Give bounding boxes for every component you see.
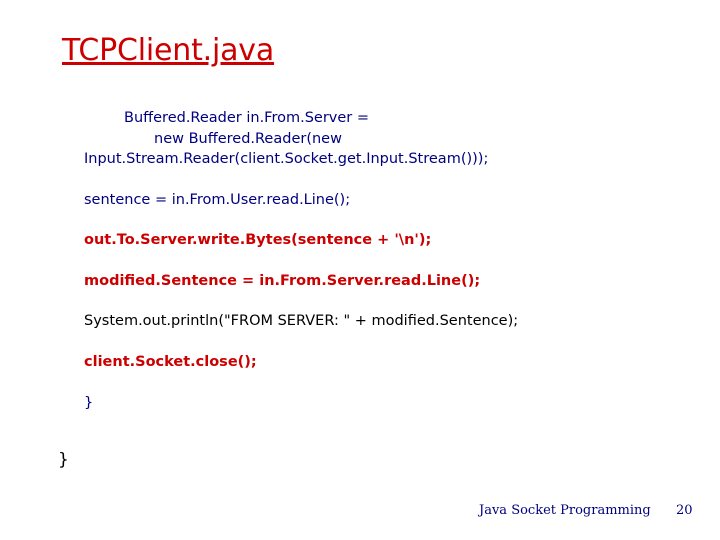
footer-label: Java Socket Programming — [479, 503, 651, 518]
code-line: out.To.Server.write.Bytes(sentence + '\n… — [84, 232, 432, 249]
code-line: Input.Stream.Reader(client.Socket.get.In… — [84, 151, 489, 168]
code-spacer — [62, 210, 662, 230]
code-spacer — [62, 251, 662, 271]
code-line: } — [84, 394, 94, 411]
page-title: TCPClient.java — [62, 33, 275, 68]
code-line: new Buffered.Reader(new — [154, 130, 342, 147]
code-line: Buffered.Reader in.From.Server = — [124, 110, 370, 126]
code-line: modified.Sentence = in.From.Server.read.… — [84, 272, 481, 289]
code-spacer — [62, 170, 662, 190]
code-spacer — [62, 291, 662, 311]
code-line: sentence = in.From.User.read.Line(); — [84, 191, 351, 208]
slide-footer: Java Socket Programming 20 — [0, 503, 720, 533]
code-spacer — [62, 373, 662, 393]
footer-page-number: 20 — [676, 503, 693, 518]
code-body: Buffered.Reader in.From.Server = new Buf… — [62, 108, 662, 413]
code-spacer — [62, 332, 662, 352]
code-line: client.Socket.close(); — [84, 354, 257, 371]
code-line: System.out.println("FROM SERVER: " + mod… — [84, 313, 519, 330]
closing-brace: } — [58, 450, 69, 470]
